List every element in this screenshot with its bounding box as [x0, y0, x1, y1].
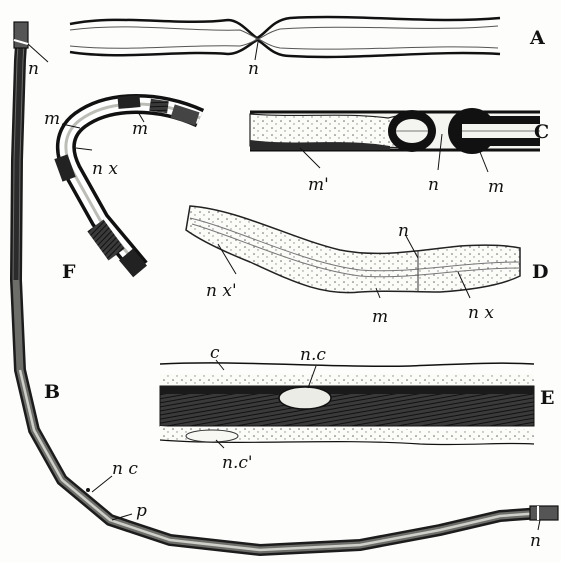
- panel-label-a: A: [529, 27, 545, 49]
- label-nc-panel-b: n c: [112, 459, 138, 479]
- label-m-panel-f: m: [44, 109, 60, 129]
- label-p-panel-b: p: [136, 501, 147, 521]
- label-m-prime-panel-c: m': [308, 175, 329, 195]
- label-nc-panel-e: n.c: [300, 345, 326, 365]
- panel-label-d: D: [532, 261, 548, 283]
- label-n-bottom-right: n: [530, 531, 541, 551]
- label-nc-prime-panel-e: n.c': [222, 453, 253, 473]
- label-m-panel-c: m: [488, 177, 504, 197]
- panel-label-f: F: [62, 261, 76, 283]
- panel-label-b: B: [44, 381, 60, 403]
- panel-f-fibre-segment: [54, 95, 200, 277]
- label-n-panel-d: n: [398, 221, 409, 241]
- label-c-panel-e: c: [210, 343, 220, 363]
- label-m-panel-d: m: [372, 307, 388, 327]
- panel-e-fibre: [160, 363, 534, 445]
- label-nx-prime-panel-d: n x': [206, 281, 237, 301]
- label-nx-panel-d: n x: [468, 303, 494, 323]
- label-n-panel-a: n: [248, 59, 259, 79]
- label-nx-panel-f: n x: [92, 159, 118, 179]
- panel-a-fibre: [70, 17, 500, 57]
- panel-label-e: E: [540, 387, 554, 409]
- node-of-ranvier-bottom: [530, 506, 558, 520]
- panel-label-c: C: [534, 121, 549, 143]
- label-n-top-left: n: [28, 59, 39, 79]
- label-n-panel-c: n: [428, 175, 439, 195]
- panel-d-fibre: [186, 206, 520, 293]
- nucleus-dot: [86, 488, 90, 492]
- panel-c-fibre-node: [250, 108, 540, 154]
- label-m-inner-panel-f: m: [132, 119, 148, 139]
